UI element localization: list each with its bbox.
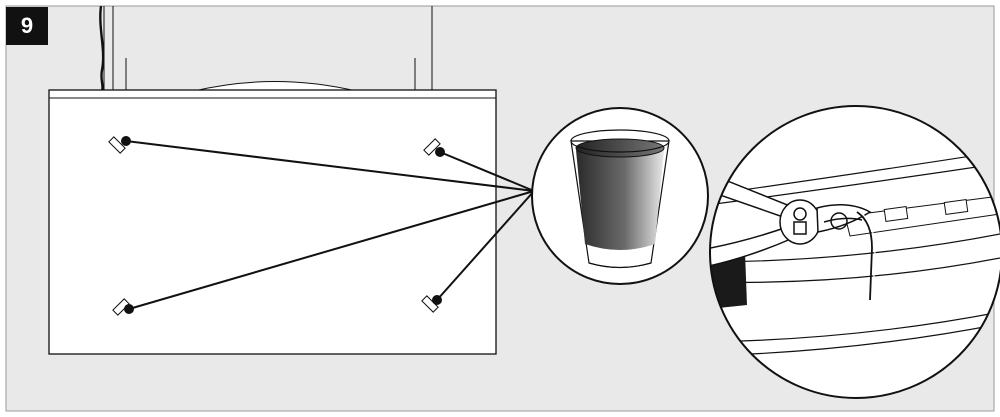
leader-dot — [121, 136, 131, 146]
cup-detail — [531, 107, 709, 285]
power-cable — [99, 5, 105, 92]
leader-dots — [121, 136, 445, 314]
pliers-detail — [709, 105, 1000, 399]
drinking-cup-icon — [570, 129, 670, 269]
mounting-clip-icon — [112, 298, 130, 316]
leader-lines — [125, 140, 535, 310]
back-panel — [103, 6, 433, 92]
leader-dot — [124, 304, 134, 314]
mounting-clip-icon — [108, 136, 126, 154]
leader-dot — [435, 147, 445, 157]
leader-dot — [432, 295, 442, 305]
zip-tie — [856, 211, 873, 301]
mounting-clip-icon — [423, 138, 441, 156]
step-number-badge: 9 — [6, 7, 48, 45]
